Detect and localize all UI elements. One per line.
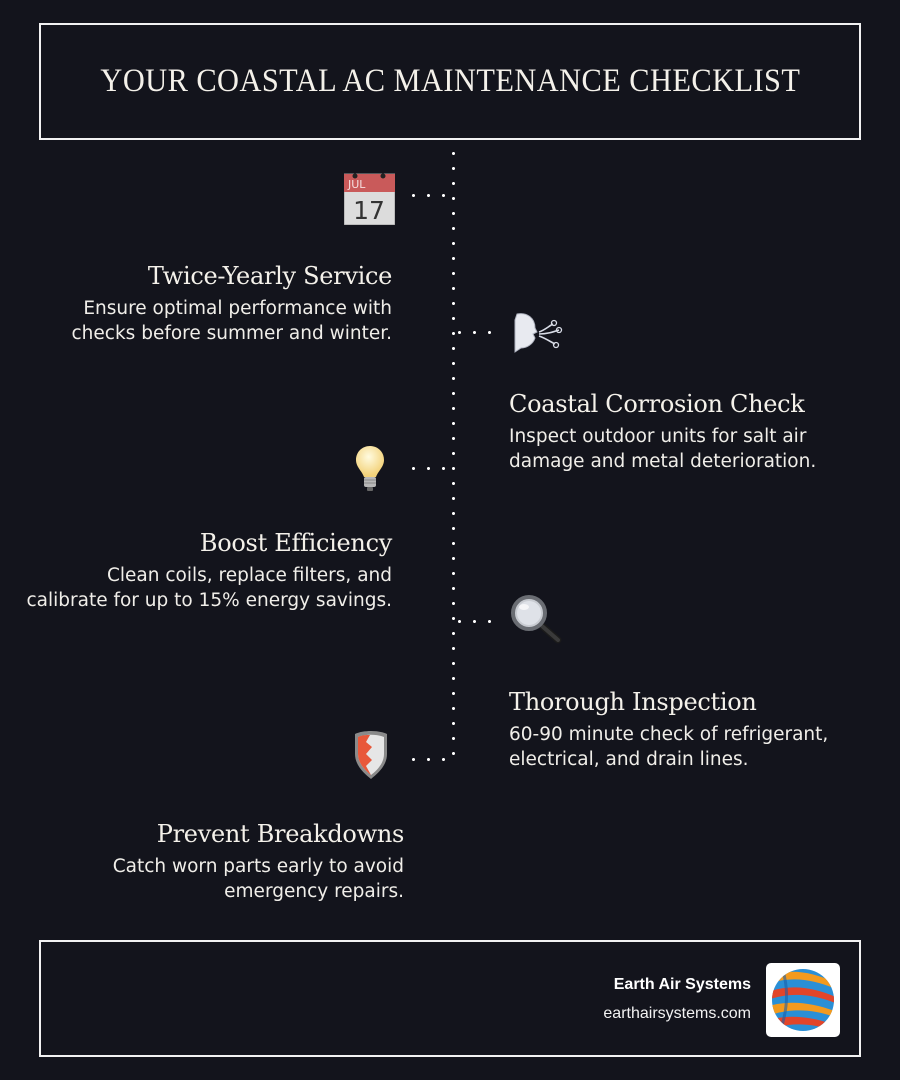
timeline-line: [452, 146, 455, 764]
item-title: Thorough Inspection: [509, 688, 757, 716]
item-title: Twice-Yearly Service: [147, 262, 392, 290]
brand-logo: [766, 963, 840, 1037]
item-description: Inspect outdoor units for salt air damag…: [509, 426, 817, 472]
light-bulb-icon: [355, 445, 385, 493]
wind-face-icon: [513, 312, 563, 354]
page-title: YOUR COASTAL AC MAINTENANCE CHECKLIST: [100, 63, 800, 99]
checklist-item-prevent-breakdowns: Prevent Breakdowns Catch worn parts earl…: [112, 820, 405, 904]
timeline-connector: [406, 194, 455, 197]
timeline-connector: [406, 758, 455, 761]
globe-logo-icon: [772, 969, 834, 1031]
calendar-icon: JUL 17: [343, 173, 396, 226]
timeline-connector: [406, 467, 455, 470]
checklist-item-thorough-inspection: Thorough Inspection 60-90 minute check o…: [509, 688, 828, 772]
footer-box: Earth Air Systems earthairsystems.com: [39, 940, 861, 1057]
item-description: 60-90 minute check of refrigerant, elect…: [509, 724, 829, 770]
item-title: Prevent Breakdowns: [156, 820, 405, 848]
item-description: Ensure optimal performance with checks b…: [71, 298, 392, 344]
checklist-item-coastal-corrosion-check: Coastal Corrosion Check Inspect outdoor …: [509, 390, 816, 474]
item-title: Boost Efficiency: [199, 529, 392, 557]
svg-text:17: 17: [353, 196, 385, 225]
header-box: YOUR COASTAL AC MAINTENANCE CHECKLIST: [39, 23, 861, 140]
timeline-connector: [452, 331, 502, 334]
shield-icon: [353, 730, 389, 780]
svg-text:JUL: JUL: [347, 178, 366, 191]
item-description: Clean coils, replace filters, and calibr…: [26, 565, 392, 611]
item-description: Catch worn parts early to avoid emergenc…: [112, 856, 404, 902]
checklist-item-twice-yearly-service: Twice-Yearly Service Ensure optimal perf…: [71, 262, 393, 346]
timeline-connector: [452, 620, 502, 623]
magnifying-glass-icon: [510, 594, 562, 644]
item-title: Coastal Corrosion Check: [509, 390, 805, 418]
checklist-item-boost-efficiency: Boost Efficiency Clean coils, replace fi…: [26, 529, 392, 613]
brand-url-link[interactable]: earthairsystems.com: [603, 1005, 751, 1022]
brand-name: Earth Air Systems: [613, 976, 751, 993]
